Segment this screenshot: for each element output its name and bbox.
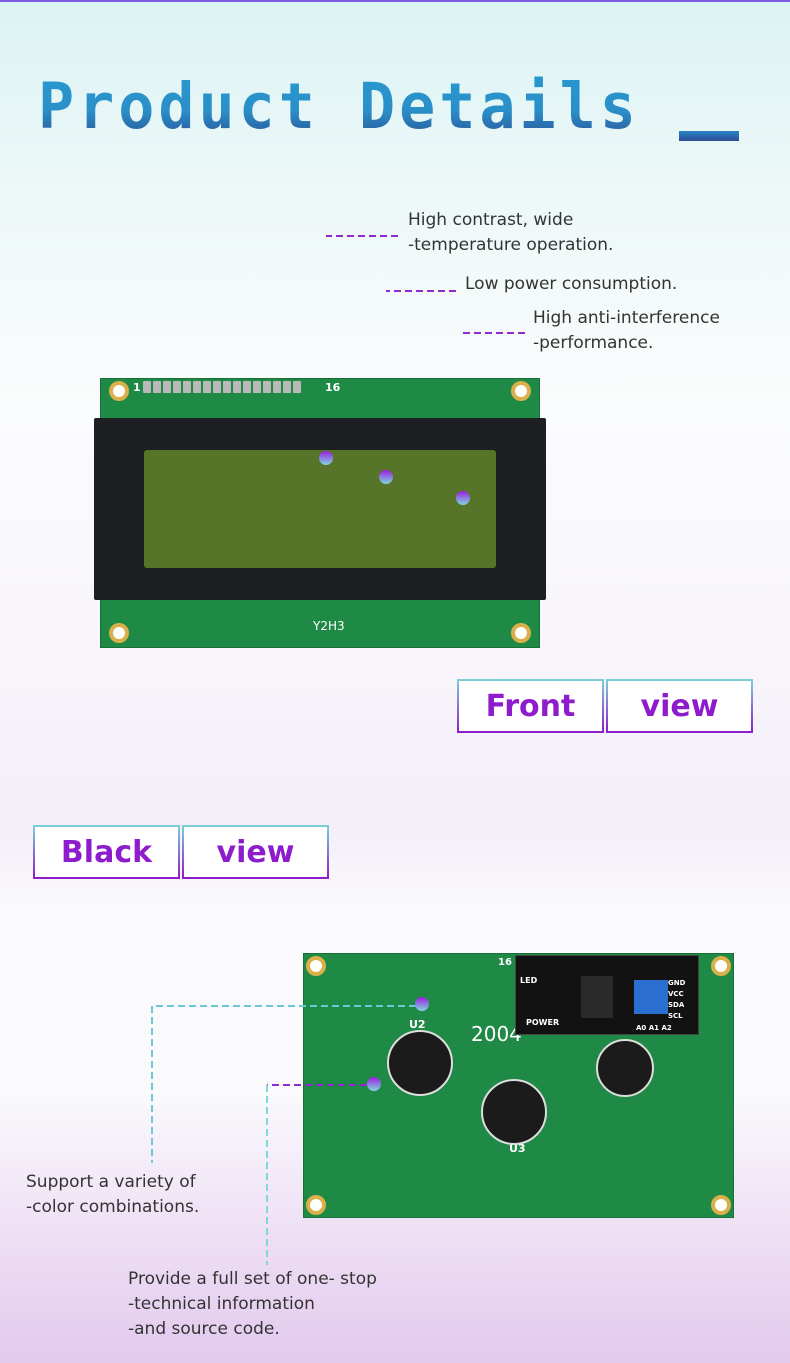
callout-dot — [319, 451, 333, 465]
callout-technical: Provide a full set of one- stop-technica… — [128, 1269, 377, 1339]
callout-interference: High anti-interference-performance. — [533, 308, 720, 353]
chip-blob-u2 — [387, 1030, 453, 1096]
chip-blob — [596, 1039, 654, 1097]
title-underscore-bar — [679, 131, 739, 141]
callout-dot — [379, 470, 393, 484]
chip-blob-u3 — [481, 1079, 547, 1145]
callout-dot — [367, 1077, 381, 1091]
top-divider — [0, 0, 790, 2]
header-pins — [143, 381, 301, 393]
callout-power: Low power consumption. — [465, 274, 678, 294]
lcd-bezel — [94, 418, 546, 600]
lcd-screen — [144, 450, 496, 568]
page-title: Product Details — [38, 70, 640, 144]
callout-colors: Support a variety of-color combinations. — [26, 1172, 200, 1217]
callout-dot — [456, 491, 470, 505]
callout-contrast: High contrast, wide-temperature operatio… — [408, 210, 614, 255]
ic-chip — [581, 976, 613, 1018]
potentiometer — [634, 980, 668, 1014]
callout-dot — [415, 997, 429, 1011]
leader-line — [151, 1005, 416, 1163]
